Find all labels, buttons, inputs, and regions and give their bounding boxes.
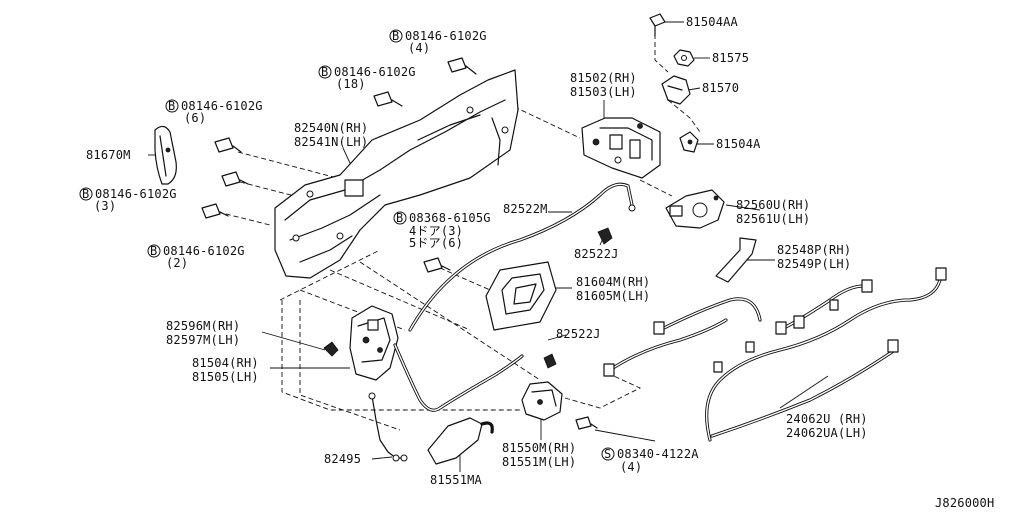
label-82549P: 82549P(LH)	[777, 257, 851, 271]
label-bolt-qty-4door: 4ドア(3)	[409, 224, 463, 238]
door-lock-81504	[349, 305, 399, 381]
marker-b: B	[396, 211, 403, 225]
label-82541N: 82541N(LH)	[294, 135, 368, 149]
label-81604M: 81604M(RH)	[576, 275, 650, 289]
bolt-icon	[373, 91, 403, 107]
bracket-82548P	[715, 237, 757, 283]
bolt-markers: B B B B B B S	[79, 29, 615, 461]
label-bolt-qty: (18)	[336, 77, 366, 91]
label-screw-qty: (4)	[620, 460, 642, 474]
label-82522J: 82522J	[556, 327, 601, 341]
bolt-icon	[575, 416, 598, 430]
label-82597M: 82597M(LH)	[166, 333, 240, 347]
label-bolt-qty: (2)	[166, 256, 188, 270]
label-82522M: 82522M	[503, 202, 548, 216]
rod-82495	[368, 392, 408, 462]
bolt-icon	[447, 57, 477, 75]
label-bolt-code: 08146-6102G	[405, 29, 487, 43]
assembly-dashed-lines	[217, 34, 701, 431]
label-82548P: 82548P(RH)	[777, 243, 851, 257]
bolts	[201, 13, 666, 430]
clip-82522J-icon	[543, 353, 557, 369]
bolt-icon	[221, 171, 249, 187]
label-bolt-qty: (6)	[184, 111, 206, 125]
marker-s: S	[604, 447, 611, 461]
diagram-id: J826000H	[935, 496, 994, 510]
label-81605M: 81605M(LH)	[576, 289, 650, 303]
label-82540N: 82540N(RH)	[294, 121, 368, 135]
part-81575-icon	[673, 49, 695, 67]
part-81504A-icon	[679, 131, 699, 153]
bolt-81504AA-icon	[649, 13, 666, 37]
door-lock-81502	[581, 117, 661, 179]
marker-b: B	[82, 187, 89, 201]
label-82495: 82495	[324, 452, 361, 466]
clip-82522J-icon	[597, 227, 613, 245]
part-labels: 81504AA 81575 81570 81504A 81502(RH) 815…	[86, 15, 994, 510]
clip-82596M-icon	[323, 341, 339, 357]
window-motor-82560U	[665, 189, 725, 229]
marker-b: B	[150, 244, 157, 258]
actuator-81550M	[521, 381, 563, 421]
label-bolt-code: 08146-6102G	[163, 244, 245, 258]
marker-b: B	[321, 65, 328, 79]
bolt-icon	[201, 203, 229, 219]
label-bolt-qty: (3)	[94, 199, 116, 213]
label-81503: 81503(LH)	[570, 85, 637, 99]
bolt-icon	[423, 257, 451, 273]
label-bolt-qty-5door: 5ドア(6)	[409, 236, 463, 250]
label-82560U: 82560U(RH)	[736, 198, 810, 212]
label-81575: 81575	[712, 51, 749, 65]
label-81550M: 81550M(RH)	[502, 441, 576, 455]
marker-b: B	[168, 99, 175, 113]
label-bolt-code: 08368-6105G	[409, 211, 491, 225]
label-81551M: 81551M(LH)	[502, 455, 576, 469]
marker-b: B	[392, 29, 399, 43]
lock-cylinder-parts	[661, 49, 699, 153]
label-bolt-qty: (4)	[408, 41, 430, 55]
label-81504AA: 81504AA	[686, 15, 739, 29]
leader-lines	[148, 21, 829, 472]
door-inner-panel	[274, 69, 519, 279]
label-81670M: 81670M	[86, 148, 131, 162]
label-81551MA: 81551MA	[430, 473, 483, 487]
inside-handle-81604M	[485, 261, 557, 331]
label-82561U: 82561U(LH)	[736, 212, 810, 226]
label-screw-code: 08340-4122A	[617, 447, 699, 461]
label-24062UA: 24062UA(LH)	[786, 426, 868, 440]
label-81504A: 81504A	[716, 137, 761, 151]
label-82596M: 82596M(RH)	[166, 319, 240, 333]
label-bolt-code: 08146-6102G	[95, 187, 177, 201]
lower-cable	[393, 343, 524, 412]
bracket-81551MA	[427, 417, 494, 465]
label-bolt-code: 08146-6102G	[181, 99, 263, 113]
cable-82522M	[408, 182, 636, 332]
label-81504: 81504(RH)	[192, 356, 259, 370]
label-bolt-code: 08146-6102G	[334, 65, 416, 79]
label-81570: 81570	[702, 81, 739, 95]
label-81505: 81505(LH)	[192, 370, 259, 384]
label-81502: 81502(RH)	[570, 71, 637, 85]
label-82522J: 82522J	[574, 247, 619, 261]
part-81570-icon	[661, 75, 691, 105]
wire-harness-24062U	[603, 267, 947, 442]
bolt-icon	[214, 137, 242, 153]
label-24062U: 24062U (RH)	[786, 412, 868, 426]
handle-81670M	[154, 125, 177, 185]
